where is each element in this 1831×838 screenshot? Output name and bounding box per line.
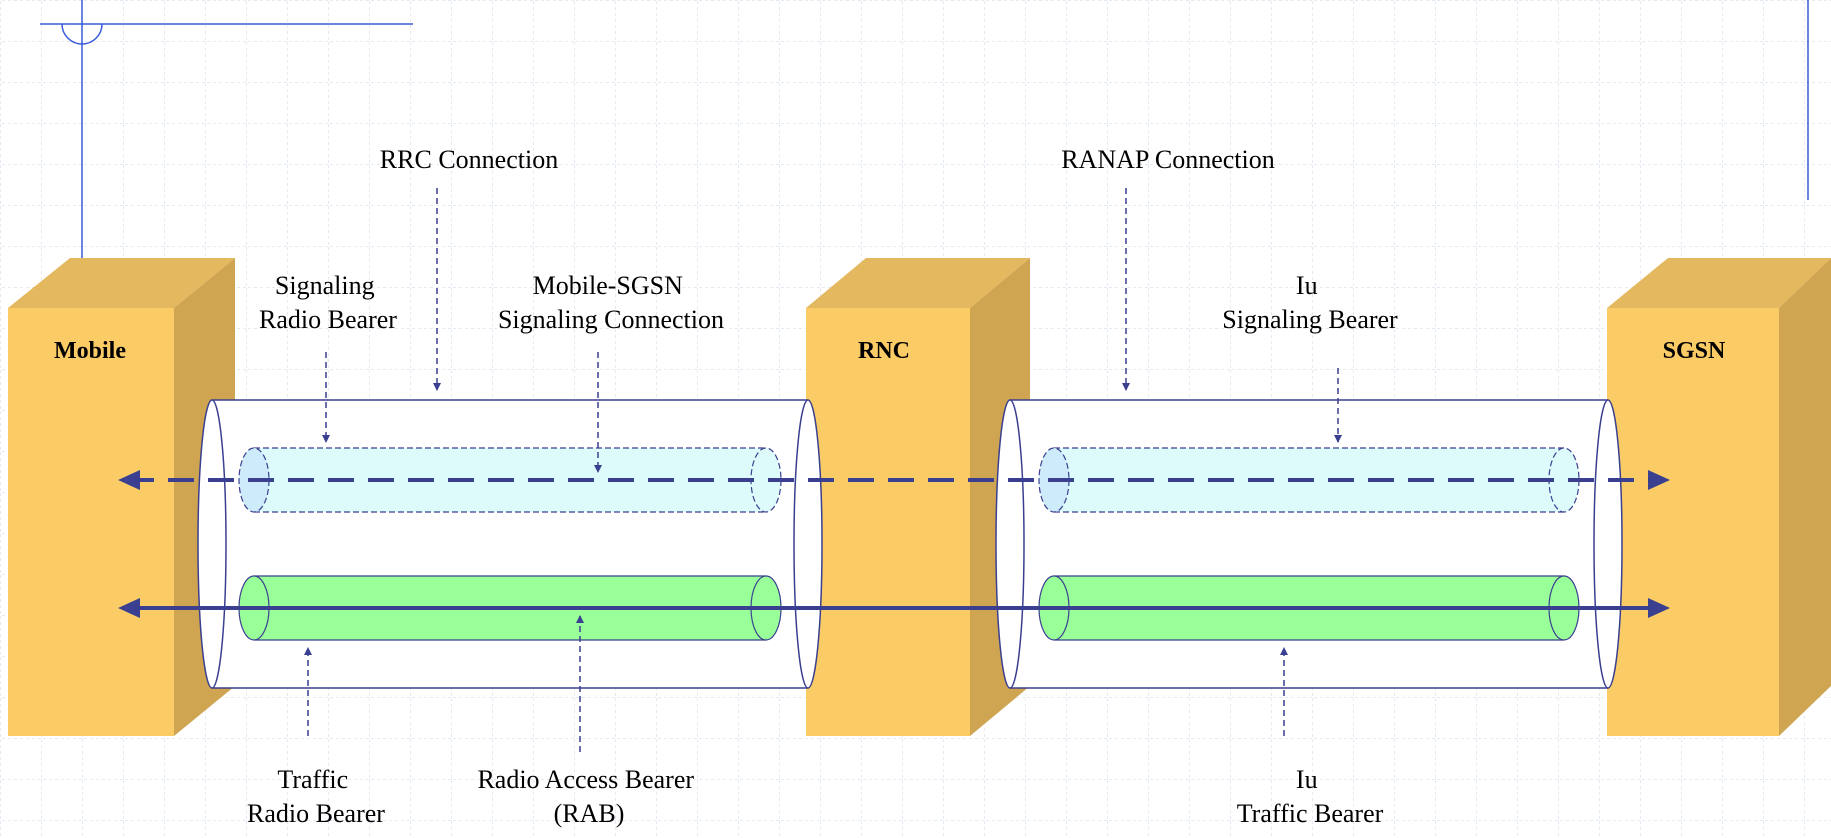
iu-signaling-line-2: Signaling Bearer bbox=[1222, 305, 1398, 334]
signaling-radio-bearer-label: Signaling Radio Bearer bbox=[259, 271, 397, 334]
signaling-connection-arrow bbox=[118, 470, 1670, 490]
sgsn-box: SGSN bbox=[1607, 258, 1831, 736]
iu-signaling-line-1: Iu bbox=[1296, 271, 1318, 300]
iu-traffic-line-2: Traffic Bearer bbox=[1237, 799, 1384, 828]
rrc-connection-tube bbox=[197, 399, 823, 689]
rab-line-2: (RAB) bbox=[554, 799, 625, 828]
traffic-radio-bearer-line-2: Radio Bearer bbox=[247, 799, 385, 828]
mobile-label: Mobile bbox=[54, 338, 126, 364]
traffic-radio-bearer-line-1: Traffic bbox=[277, 765, 348, 794]
iu-traffic-line-1: Iu bbox=[1296, 765, 1318, 794]
rab-line-1: Radio Access Bearer bbox=[477, 765, 694, 794]
mobile-sgsn-line-1: Mobile-SGSN bbox=[533, 271, 683, 300]
rab-traffic-arrow bbox=[118, 598, 1670, 618]
radio-access-bearer-label: Radio Access Bearer (RAB) bbox=[477, 765, 700, 828]
mobile-sgsn-line-2: Signaling Connection bbox=[498, 305, 724, 334]
ranap-connection-tube bbox=[995, 399, 1623, 689]
iu-traffic-bearer-label: Iu Traffic Bearer bbox=[1237, 765, 1384, 828]
ranap-connection-label: RANAP Connection bbox=[1061, 145, 1275, 174]
pointer-lines bbox=[304, 188, 1342, 752]
mobile-sgsn-signaling-connection-label: Mobile-SGSN Signaling Connection bbox=[498, 271, 724, 334]
traffic-radio-bearer-label: Traffic Radio Bearer bbox=[247, 765, 385, 828]
corner-decoration bbox=[40, 0, 1809, 258]
rnc-label: RNC bbox=[858, 338, 910, 364]
rrc-connection-label: RRC Connection bbox=[380, 145, 558, 174]
iu-signaling-bearer-label: Iu Signaling Bearer bbox=[1222, 271, 1398, 334]
sgsn-label: SGSN bbox=[1663, 338, 1726, 364]
signaling-radio-bearer-line-1: Signaling bbox=[275, 271, 375, 300]
signaling-radio-bearer-line-2: Radio Bearer bbox=[259, 305, 397, 334]
